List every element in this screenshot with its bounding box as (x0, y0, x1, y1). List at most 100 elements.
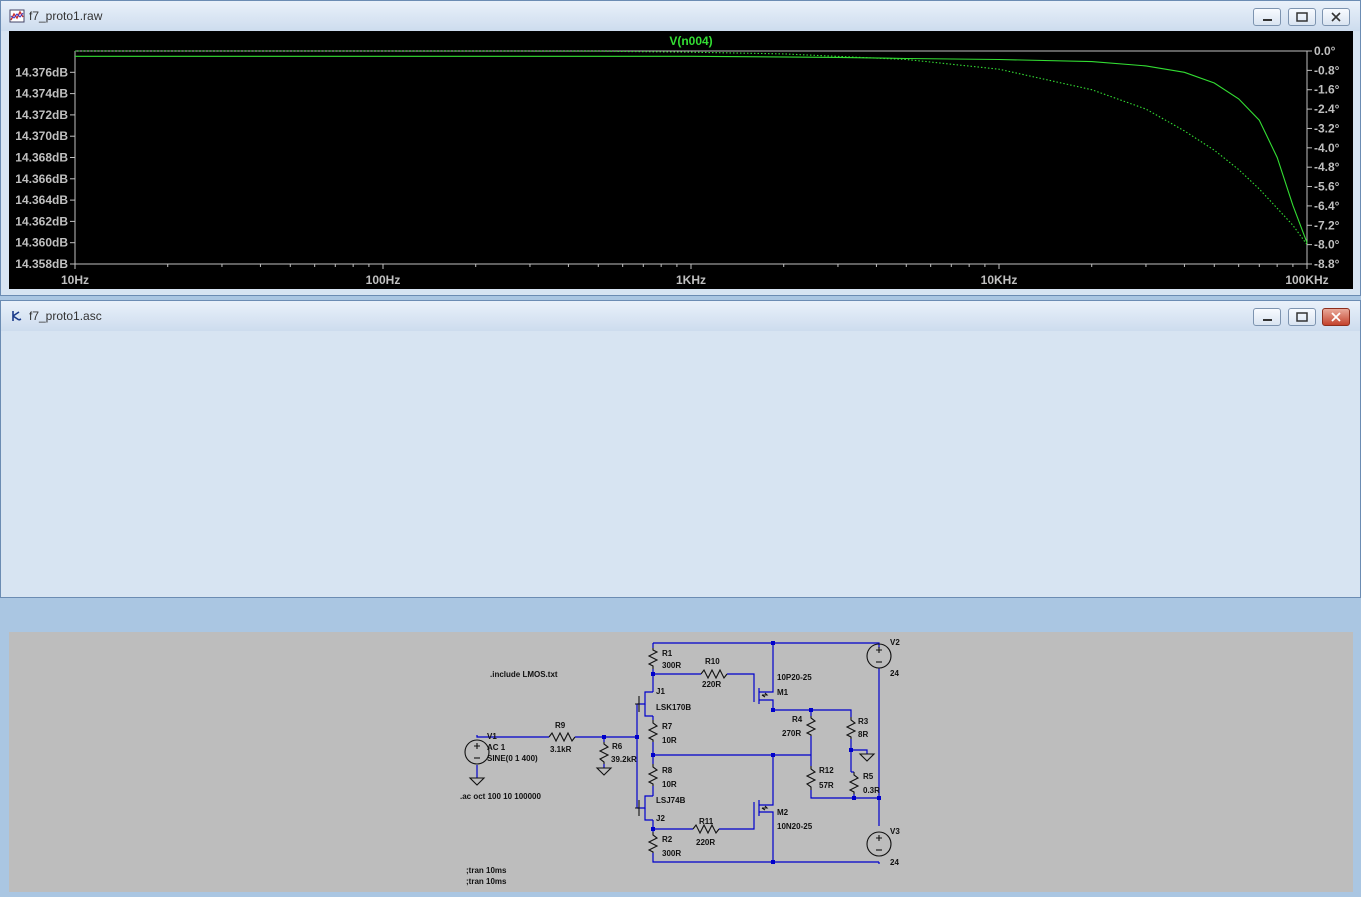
y-right-tick-label: -6.4° (1314, 199, 1340, 213)
directive-tran-1[interactable]: ;tran 10ms (466, 866, 507, 875)
restore-icon (1296, 312, 1308, 322)
R8-value[interactable]: 10R (662, 780, 677, 789)
resistor-R8-symbol[interactable] (647, 764, 659, 786)
wire[interactable] (644, 704, 653, 717)
ground-icon (858, 753, 876, 762)
y-left-tick-label: 14.370dB (15, 129, 68, 143)
minimize-button[interactable] (1253, 8, 1281, 26)
V3-name[interactable]: V3 (890, 827, 900, 836)
J2-name[interactable]: J2 (656, 814, 665, 823)
R5-name[interactable]: R5 (863, 772, 874, 781)
R2-name[interactable]: R2 (662, 835, 673, 844)
J2-model[interactable]: LSJ74B (656, 796, 686, 805)
junction (651, 753, 655, 757)
junction (651, 827, 655, 831)
R7-name[interactable]: R7 (662, 722, 673, 731)
schematic-drawing[interactable]: .include LMOS.txt .ac oct 100 10 100000 … (9, 632, 1353, 892)
wire[interactable] (727, 673, 755, 690)
y-right-tick-label: -8.0° (1314, 238, 1340, 252)
V2-value[interactable]: 24 (890, 669, 899, 678)
plus-icon (876, 835, 882, 841)
x-tick-label: 10KHz (981, 273, 1018, 287)
R10-name[interactable]: R10 (705, 657, 720, 666)
M2-name[interactable]: M2 (777, 808, 789, 817)
resistor-R6-symbol[interactable] (598, 742, 610, 764)
R1-value[interactable]: 300R (662, 661, 681, 670)
directive-tran-2[interactable]: ;tran 10ms (466, 877, 507, 886)
resistor-R10-symbol[interactable] (700, 668, 728, 680)
wire[interactable] (719, 813, 755, 830)
wire[interactable] (759, 755, 774, 806)
resistor-R3-symbol[interactable] (845, 717, 857, 739)
junction (771, 860, 775, 864)
minimize-icon (1263, 19, 1272, 21)
directive-include[interactable]: .include LMOS.txt (490, 670, 558, 679)
R3-name[interactable]: R3 (858, 717, 869, 726)
resistor-R4-symbol[interactable] (805, 716, 817, 736)
M1-name[interactable]: M1 (777, 688, 789, 697)
R1-name[interactable]: R1 (662, 649, 673, 658)
wire[interactable] (653, 642, 880, 648)
phase-trace (75, 50, 1308, 245)
close-button[interactable] (1322, 308, 1350, 326)
y-left-tick-label: 14.376dB (15, 65, 68, 79)
R10-value[interactable]: 220R (702, 680, 721, 689)
J1-name[interactable]: J1 (656, 687, 665, 696)
ground-icon (468, 777, 486, 786)
M2-model[interactable]: 10N20-25 (777, 822, 813, 831)
x-tick-label: 1KHz (676, 273, 706, 287)
resistor-R2-symbol[interactable] (647, 832, 659, 853)
wire[interactable] (851, 749, 868, 754)
R9-value[interactable]: 3.1kR (550, 745, 572, 754)
R6-name[interactable]: R6 (612, 742, 623, 751)
R2-value[interactable]: 300R (662, 849, 681, 858)
resistor-R11-symbol[interactable] (692, 823, 720, 835)
J1-model[interactable]: LSK170B (656, 703, 691, 712)
x-tick-label: 10Hz (61, 273, 89, 287)
V2-name[interactable]: V2 (890, 638, 900, 647)
resistor-R7-symbol[interactable] (647, 720, 659, 742)
wire[interactable] (644, 808, 653, 821)
close-button[interactable] (1322, 8, 1350, 26)
mosfet-M2-symbol[interactable] (761, 805, 769, 811)
V1-name[interactable]: V1 (487, 732, 497, 741)
trace-label[interactable]: V(n004) (669, 34, 712, 48)
wire[interactable] (759, 811, 774, 862)
resistor-R9-symbol[interactable] (548, 731, 576, 743)
R7-value[interactable]: 10R (662, 736, 677, 745)
mosfet-M1-symbol[interactable] (761, 692, 769, 698)
minimize-button[interactable] (1253, 308, 1281, 326)
R9-name[interactable]: R9 (555, 721, 566, 730)
resistor-R1-symbol[interactable] (647, 648, 659, 669)
R8-name[interactable]: R8 (662, 766, 673, 775)
resistor-R12-symbol[interactable] (805, 766, 817, 790)
M1-model[interactable]: 10P20-25 (777, 673, 812, 682)
wire[interactable] (759, 678, 774, 693)
y-left-tick-label: 14.364dB (15, 193, 68, 207)
junction (849, 748, 853, 752)
R12-value[interactable]: 57R (819, 781, 834, 790)
plot-window-titlebar[interactable]: f7_proto1.raw (1, 1, 1360, 31)
schematic-canvas[interactable]: .include LMOS.txt .ac oct 100 10 100000 … (9, 632, 1353, 892)
wire[interactable] (652, 853, 879, 863)
directive-ac[interactable]: .ac oct 100 10 100000 (460, 792, 542, 801)
R5-value[interactable]: 0.3R (863, 786, 880, 795)
wire[interactable] (759, 699, 774, 710)
close-icon (1331, 12, 1341, 22)
R6-value[interactable]: 39.2kR (611, 755, 637, 764)
schematic-window-titlebar[interactable]: f7_proto1.asc (1, 301, 1360, 331)
maximize-button[interactable] (1288, 308, 1316, 326)
schematic-app-icon (12, 311, 22, 321)
R11-value[interactable]: 220R (696, 838, 715, 847)
V3-value[interactable]: 24 (890, 858, 899, 867)
R4-name[interactable]: R4 (792, 715, 803, 724)
R12-name[interactable]: R12 (819, 766, 834, 775)
R4-value[interactable]: 270R (782, 729, 801, 738)
R3-value[interactable]: 8R (858, 730, 868, 739)
junction (852, 796, 856, 800)
R11-name[interactable]: R11 (699, 817, 714, 826)
maximize-button[interactable] (1288, 8, 1316, 26)
resistor-R5-symbol[interactable] (848, 772, 860, 794)
